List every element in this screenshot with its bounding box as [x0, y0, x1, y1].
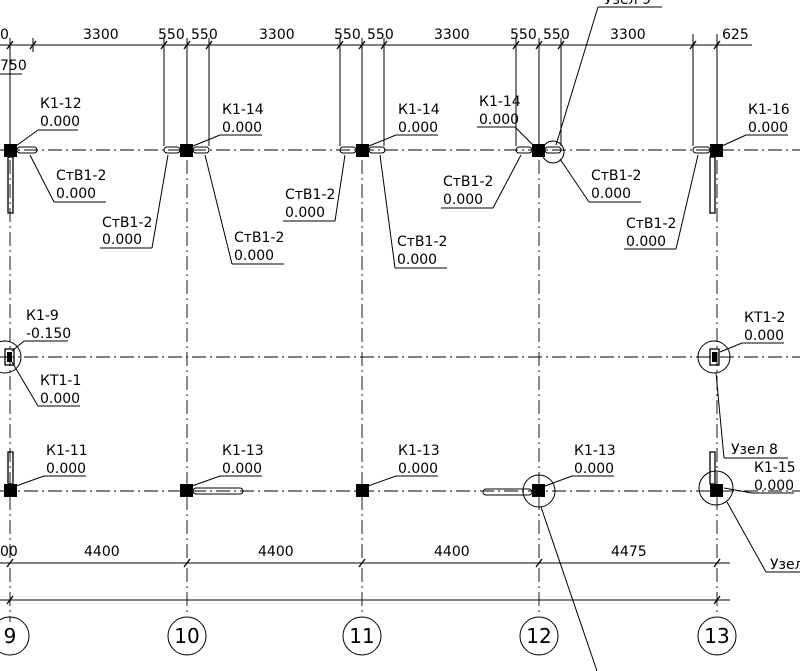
- dim-3300-4: 3300: [610, 27, 646, 43]
- labels-cmb-g-name-label: СтВ1-2: [591, 168, 641, 184]
- labels-kt1-1-level-label: 0.000: [40, 391, 80, 407]
- labels-cmb-c-name-label: СтВ1-2: [234, 230, 284, 246]
- dim-bottom-edge: 00: [0, 544, 18, 560]
- axes-3-label: 12: [526, 624, 551, 648]
- labels-cmb-e-level-label: 0.000: [397, 252, 437, 268]
- dim-750: 750: [0, 58, 27, 74]
- labels-cmb-d-name-label: СтВ1-2: [285, 187, 335, 203]
- column-k1-14-b: [356, 144, 369, 157]
- dim-4475: 4475: [611, 544, 647, 560]
- column-k1-14-a: [180, 144, 193, 157]
- node-9-callout: Узел 9: [541, 0, 662, 164]
- labels-kt1-2-level-label: 0.000: [744, 328, 784, 344]
- labels-cmb-f-name-label: СтВ1-2: [443, 174, 493, 190]
- axis-marker-12: 12: [519, 616, 559, 656]
- labels-k1-9-level-label: -0.150: [26, 326, 71, 342]
- axis-marker-11: 11: [342, 616, 382, 656]
- node-9-label: Узел 9: [604, 0, 651, 8]
- labels-cmb-e-name-label: СтВ1-2: [397, 234, 447, 250]
- labels-cmb-g-level-label: 0.000: [591, 186, 631, 202]
- dim-550-4: 550: [367, 27, 394, 43]
- labels-k1-14-a-level-label: 0.000: [222, 120, 262, 136]
- labels-cmb-d-level-label: 0.000: [285, 205, 325, 221]
- dim-edge-left: 0: [0, 27, 9, 43]
- labels-k1-12-name-label: К1-12: [40, 96, 82, 112]
- column-k1-14-c: [532, 144, 545, 157]
- dim-625: 625: [722, 27, 749, 43]
- top-dimension-chain: 0 3300 550 550 3300 550 550 3300 550 550…: [0, 27, 752, 150]
- dim-550-6: 550: [543, 27, 570, 43]
- column-k1-15: [710, 484, 723, 497]
- dim-550-3: 550: [334, 27, 361, 43]
- labels-k1-15-name-label: К1-15: [754, 460, 796, 476]
- labels-k1-11-level-label: 0.000: [46, 461, 86, 477]
- column-k1-13-c: [532, 484, 545, 497]
- node-right-label: Узел: [770, 557, 800, 573]
- dim-4400-2: 4400: [258, 544, 294, 560]
- labels-k1-13-a-level-label: 0.000: [222, 461, 262, 477]
- axis-marker-10: 10: [167, 616, 207, 656]
- labels-cmb-c-level-label: 0.000: [234, 248, 274, 264]
- labels-cmb-a-name-label: СтВ1-2: [56, 168, 106, 184]
- labels-cmb-b-level-label: 0.000: [102, 232, 142, 248]
- bottom-row: Узел К1-11 0.000 К1-13 0.000 К1-13 0.000…: [4, 443, 800, 671]
- axes-4-label: 13: [704, 624, 729, 648]
- labels-k1-14-c-level-label: 0.000: [479, 112, 519, 128]
- labels-k1-16-level-label: 0.000: [748, 120, 788, 136]
- middle-row: К1-9 -0.150 КТ1-1 0.000 КТ1-2 0.000: [0, 308, 785, 407]
- labels-k1-16-name-label: К1-16: [748, 102, 790, 118]
- dim-3300-2: 3300: [259, 27, 295, 43]
- dim-4400-3: 4400: [434, 544, 470, 560]
- labels-k1-14-b-name-label: К1-14: [398, 102, 440, 118]
- dim-550-2: 550: [191, 27, 218, 43]
- labels-k1-13-b-level-label: 0.000: [398, 461, 438, 477]
- dim-550-5: 550: [510, 27, 537, 43]
- top-row-labels: К1-12 0.000 К1-14 0.000 К1-14 0.000 К1-1…: [15, 94, 790, 269]
- column-k1-12: [4, 144, 17, 157]
- labels-cmb-h-level-label: 0.000: [626, 234, 666, 250]
- labels-kt1-2-name-label: КТ1-2: [744, 310, 785, 326]
- labels-k1-11-name-label: К1-11: [46, 443, 88, 459]
- node-8-label: Узел 8: [731, 442, 778, 458]
- axes-1-label: 10: [174, 624, 199, 648]
- dim-4400-1: 4400: [84, 544, 120, 560]
- column-k1-13-a: [180, 484, 193, 497]
- labels-k1-15-level-label: 0.000: [754, 478, 794, 494]
- axis-marker-9: 9: [0, 616, 30, 656]
- labels-k1-14-b-level-label: 0.000: [398, 120, 438, 136]
- top-row-elements: [4, 144, 723, 214]
- labels-k1-12-level-label: 0.000: [40, 114, 80, 130]
- column-k1-16: [710, 144, 723, 157]
- labels-cmb-b-name-label: СтВ1-2: [102, 215, 152, 231]
- labels-k1-14-a-name-label: К1-14: [222, 102, 264, 118]
- dim-550-1: 550: [158, 27, 185, 43]
- labels-k1-9-name-label: К1-9: [26, 308, 59, 324]
- labels-k1-13-c-level-label: 0.000: [574, 461, 614, 477]
- labels-k1-14-c-name-label: К1-14: [479, 94, 521, 110]
- axis-markers: 9 10 11 12 13: [0, 616, 737, 656]
- labels-k1-13-a-name-label: К1-13: [222, 443, 264, 459]
- axes-0-label: 9: [4, 624, 17, 648]
- axes-2-label: 11: [349, 624, 374, 648]
- column-k1-13-b: [356, 484, 369, 497]
- labels-cmb-h-name-label: СтВ1-2: [626, 216, 676, 232]
- labels-k1-13-c-name-label: К1-13: [574, 443, 616, 459]
- labels-cmb-f-level-label: 0.000: [443, 192, 483, 208]
- axis-marker-13: 13: [697, 616, 737, 656]
- labels-cmb-a-level-label: 0.000: [56, 186, 96, 202]
- labels-kt1-1-name-label: КТ1-1: [40, 373, 81, 389]
- labels-k1-13-b-name-label: К1-13: [398, 443, 440, 459]
- column-k1-11: [4, 484, 17, 497]
- node-8-callout: Узел 8: [715, 372, 788, 459]
- dim-3300-1: 3300: [83, 27, 119, 43]
- dim-3300-3: 3300: [434, 27, 470, 43]
- bottom-dimension-chain: 00 4400 4400 4400 4475: [0, 544, 730, 605]
